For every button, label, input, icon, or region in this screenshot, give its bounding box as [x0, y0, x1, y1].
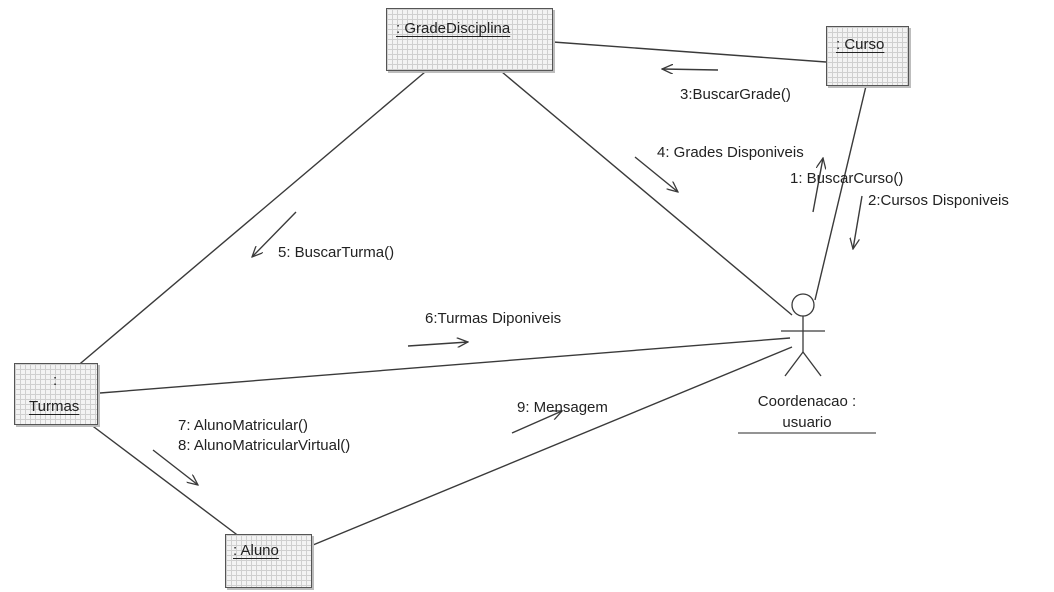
link-turmas-aluno — [89, 423, 241, 538]
arrow-msg-3 — [662, 69, 719, 70]
object-curso — [826, 26, 909, 86]
object-grade-disciplina — [386, 8, 553, 71]
arrow-msg-4 — [634, 156, 678, 192]
message-label-1: 1: BuscarCurso() — [790, 170, 904, 187]
arrow-msg-1 — [812, 158, 823, 213]
message-label-7: 7: AlunoMatricular() — [178, 417, 309, 434]
object-turmas-label: Turmas — [29, 398, 80, 415]
arrow-msg-5 — [252, 211, 297, 257]
link-curso-actor — [814, 85, 867, 301]
object-turmas-prefix: : — [53, 372, 58, 389]
message-label-5: 5: BuscarTurma() — [278, 244, 395, 261]
arrow-msg-9 — [511, 411, 562, 434]
object-curso-label: : Curso — [836, 36, 885, 53]
arrow-msg-2 — [853, 195, 863, 249]
link-aluno-actor — [312, 346, 793, 546]
link-grade-turmas — [74, 71, 426, 369]
arrow-msg-6 — [407, 342, 468, 346]
object-aluno — [225, 534, 312, 588]
object-turmas — [14, 363, 98, 425]
stick-figure-actor-icon — [781, 293, 825, 377]
message-label-8: 8: AlunoMatricularVirtual() — [178, 437, 351, 454]
message-label-2: 2:Cursos Disponiveis — [868, 192, 1009, 209]
arrow-msg-7-8 — [152, 449, 198, 485]
link-turmas-actor — [99, 337, 791, 394]
message-label-4: 4: Grades Disponiveis — [657, 144, 804, 161]
actor-name-line2: usuario — [782, 414, 832, 431]
object-grade-disciplina-label: : GradeDisciplina — [396, 20, 511, 37]
message-label-6: 6:Turmas Diponiveis — [425, 310, 562, 327]
message-label-9: 9: Mensagem — [517, 399, 608, 416]
message-label-3: 3:BuscarGrade() — [680, 86, 791, 103]
link-grade-curso — [552, 41, 827, 63]
link-grade-actor — [501, 71, 793, 316]
object-aluno-label: : Aluno — [233, 542, 279, 559]
actor-name-line1: Coordenacao : — [757, 393, 857, 410]
